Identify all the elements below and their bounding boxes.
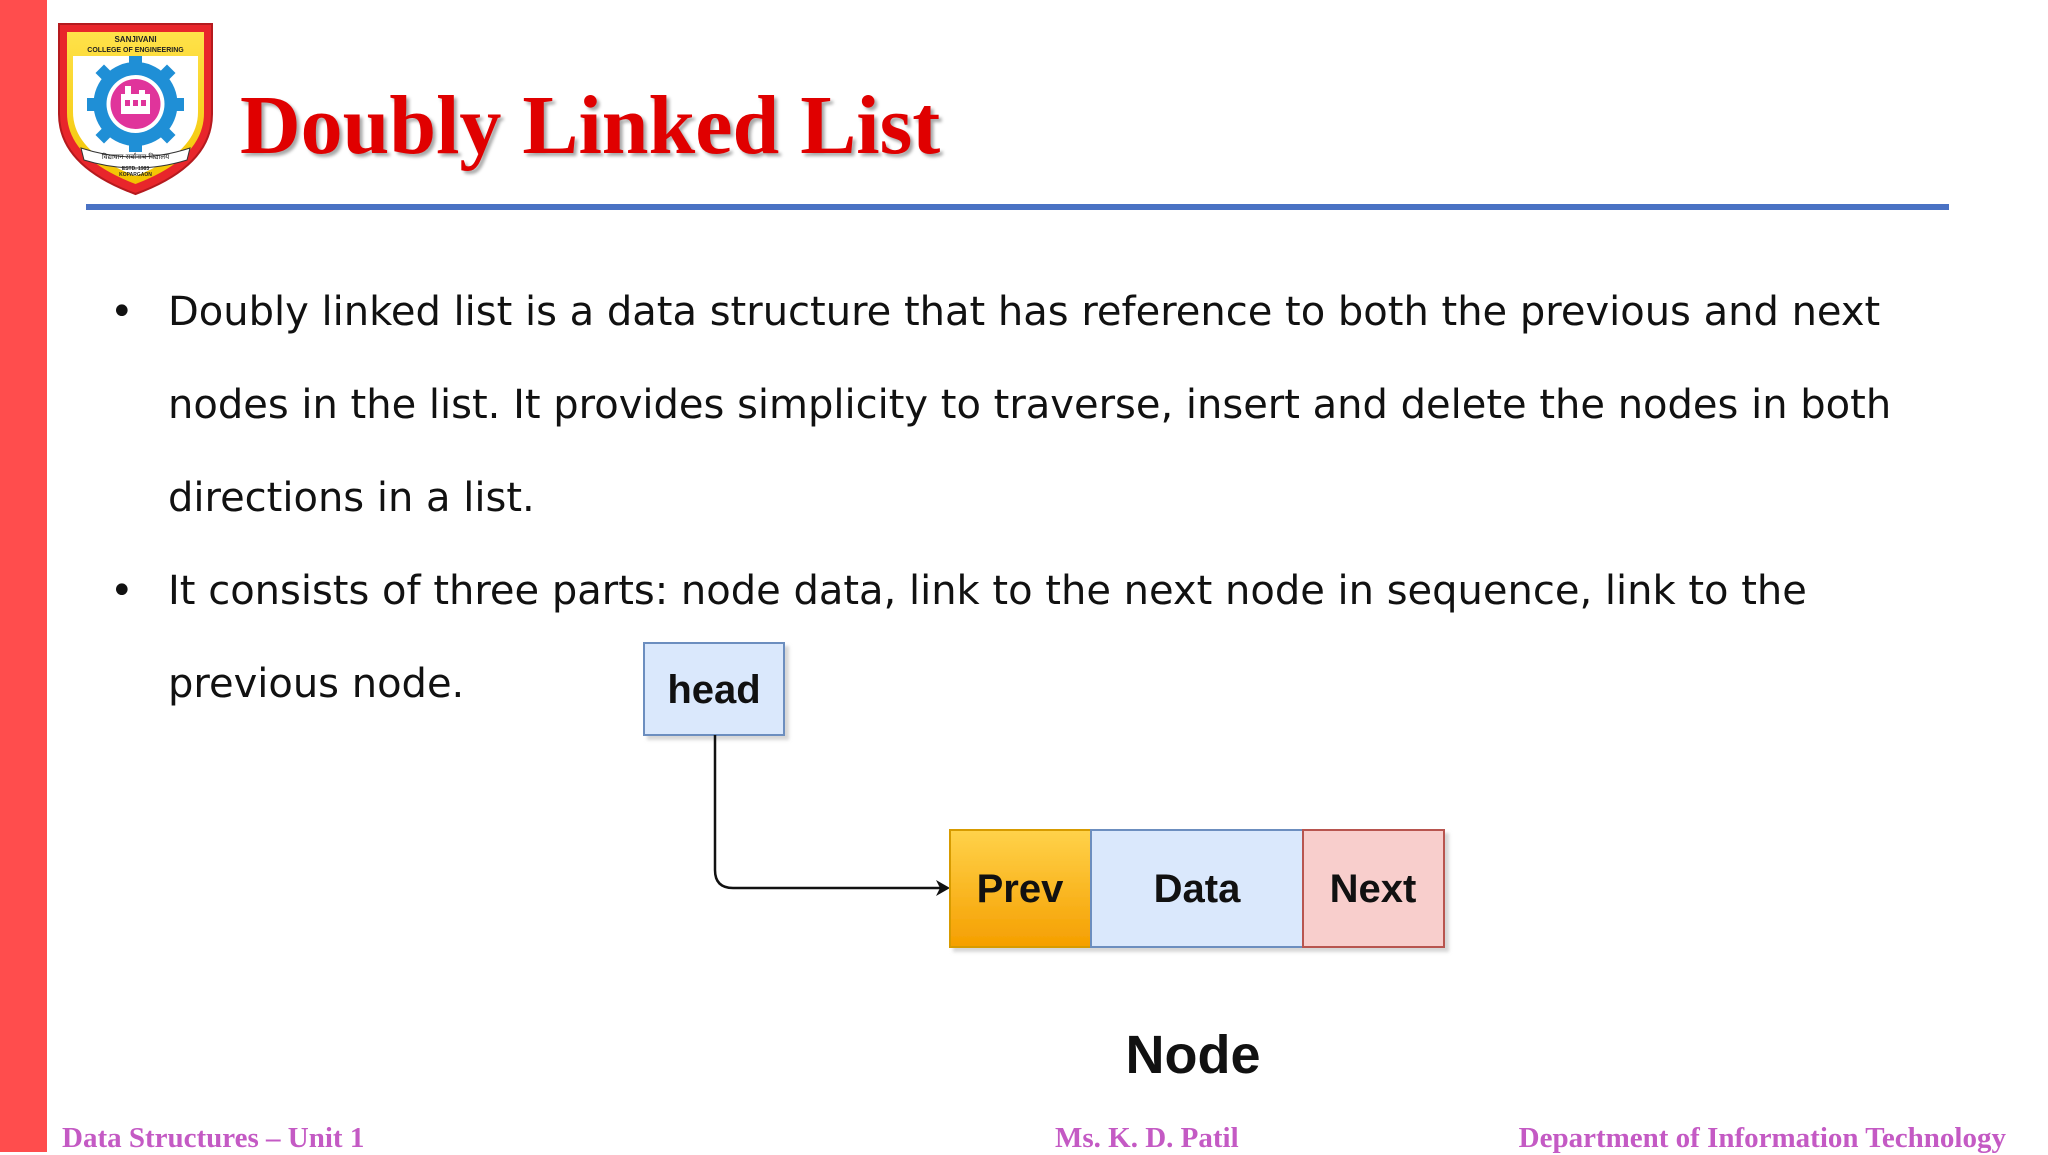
next-label: Next bbox=[1330, 867, 1417, 911]
slide-title: Doubly Linked List bbox=[240, 79, 941, 172]
footer-course: Data Structures – Unit 1 bbox=[62, 1122, 365, 1154]
bullet-text: Doubly linked list is a data structure t… bbox=[168, 289, 1892, 521]
prev-label: Prev bbox=[977, 867, 1064, 911]
bullet-text: It consists of three parts: node data, l… bbox=[168, 568, 1807, 707]
logo-top-text: SANJIVANI bbox=[114, 35, 156, 44]
head-label: head bbox=[667, 668, 760, 712]
gear-icon bbox=[87, 56, 184, 152]
logo-motto: विद्यावान सर्वांनाच विद्यालय bbox=[102, 152, 170, 161]
data-label: Data bbox=[1154, 867, 1241, 911]
bullet-list: • Doubly linked list is a data structure… bbox=[106, 266, 1986, 731]
arrowhead-icon bbox=[936, 880, 950, 896]
bullet-dot: • bbox=[110, 289, 134, 335]
logo-estd: ESTD. 1983 bbox=[122, 166, 149, 172]
bullet-dot: • bbox=[110, 568, 134, 614]
logo-place: KOPARGAON bbox=[119, 172, 152, 178]
footer-department: Department of Information Technology bbox=[1518, 1122, 2006, 1154]
bullet-item: • It consists of three parts: node data,… bbox=[106, 545, 1986, 731]
college-logo: SANJIVANI COLLEGE OF ENGINEERING विद्याव… bbox=[58, 23, 213, 196]
next-cell bbox=[1302, 829, 1445, 948]
node-caption: Node bbox=[1126, 1025, 1261, 1085]
logo-sub-text: COLLEGE OF ENGINEERING bbox=[87, 47, 184, 54]
bullet-item: • Doubly linked list is a data structure… bbox=[106, 266, 1986, 545]
title-underline bbox=[86, 204, 1949, 210]
footer-author: Ms. K. D. Patil bbox=[1055, 1122, 1239, 1154]
data-cell bbox=[1090, 829, 1304, 948]
head-pointer-arrow bbox=[713, 735, 940, 890]
left-accent-bar bbox=[0, 0, 47, 1152]
